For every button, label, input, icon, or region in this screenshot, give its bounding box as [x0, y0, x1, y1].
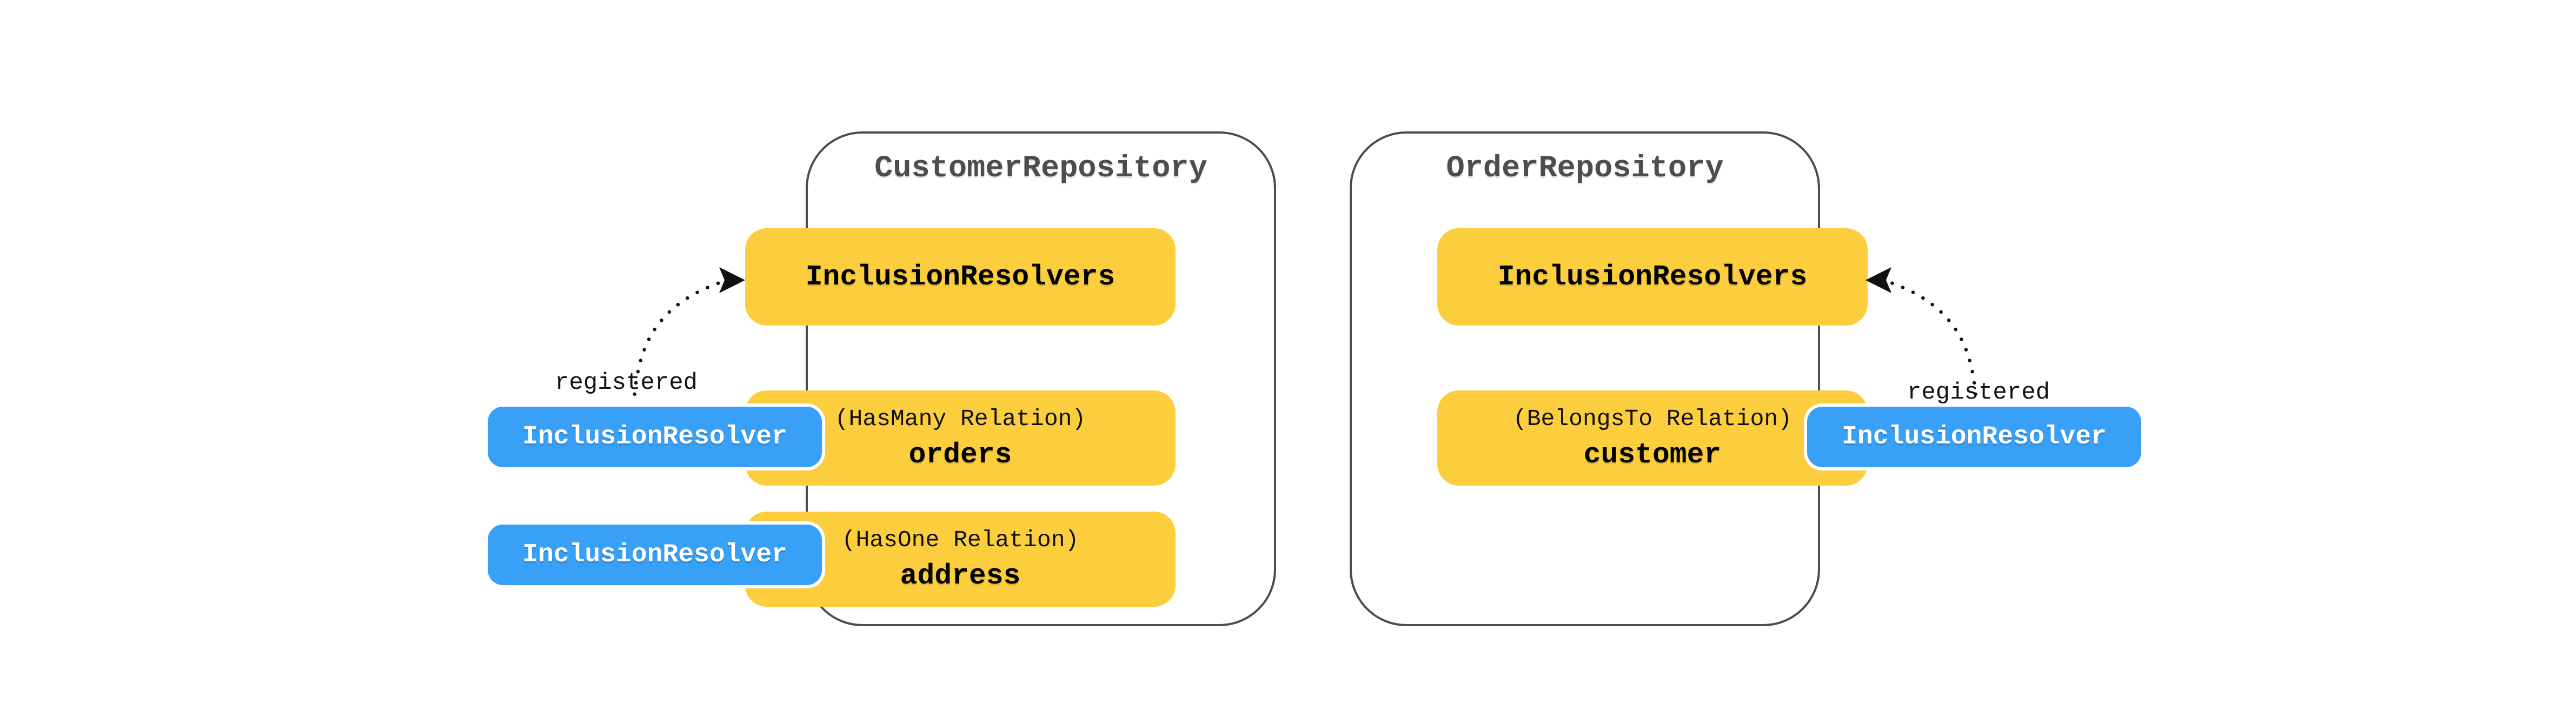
- inclusion-resolver-chip-customer: InclusionResolver: [1807, 407, 2141, 467]
- inclusion-resolver-chip-customer-label: InclusionResolver: [1842, 422, 2107, 452]
- address-relation-name: address: [900, 559, 1021, 592]
- inclusion-resolver-chip-address: InclusionResolver: [488, 525, 822, 585]
- order-inclusion-resolvers-box: InclusionResolvers: [1437, 228, 1868, 326]
- registered-label-right: registered: [1907, 379, 2050, 406]
- inclusion-resolver-chip-orders: InclusionResolver: [488, 407, 822, 467]
- registered-arrow-right-head: [1865, 267, 1891, 293]
- inclusion-resolver-chip-orders-label: InclusionResolver: [522, 422, 787, 452]
- registered-label-left: registered: [554, 369, 698, 396]
- order-repository-container: OrderRepository: [1350, 131, 1820, 626]
- orders-relation-name: orders: [908, 438, 1012, 471]
- order-inclusion-resolvers-label: InclusionResolvers: [1497, 261, 1808, 293]
- customer-inclusion-resolvers-label: InclusionResolvers: [805, 261, 1116, 293]
- orders-relation-kind: (HasMany Relation): [834, 405, 1086, 432]
- address-relation-kind: (HasOne Relation): [841, 526, 1079, 553]
- inclusion-resolver-chip-address-label: InclusionResolver: [522, 540, 787, 569]
- order-repository-title: OrderRepository: [1446, 151, 1724, 186]
- customer-relation-kind: (BelongsTo Relation): [1512, 405, 1792, 432]
- customer-relation-name: customer: [1583, 438, 1722, 471]
- customer-repository-container: CustomerRepository: [806, 131, 1276, 626]
- customer-repository-title: CustomerRepository: [874, 151, 1207, 186]
- customer-inclusion-resolvers-box: InclusionResolvers: [745, 228, 1176, 326]
- customer-relation-box: (BelongsTo Relation) customer: [1437, 390, 1868, 486]
- registered-arrow-left-head: [719, 267, 745, 293]
